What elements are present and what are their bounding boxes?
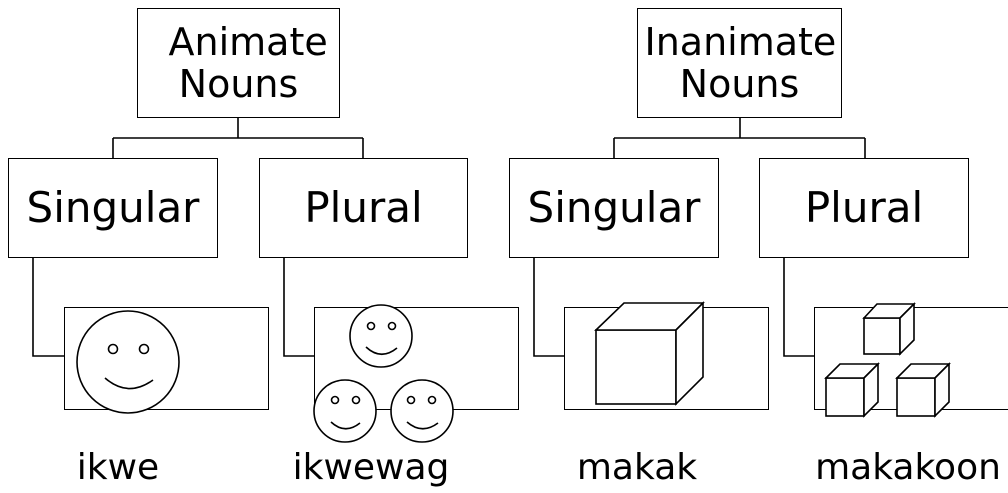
inanimate-nouns-box: Inanimate Nouns [637, 8, 842, 118]
inanimate-singular-label: Singular [527, 183, 701, 232]
animate-singular-box: Singular [8, 158, 218, 258]
animate-nouns-label: Animate Nouns [168, 20, 328, 106]
cube-icon [594, 301, 705, 406]
inanimate-nouns-label: Inanimate Nouns [644, 20, 837, 106]
animate-singular-picture-box [64, 307, 269, 410]
animate-singular-label: Singular [26, 183, 200, 232]
animate-plural-box: Plural [259, 158, 468, 258]
three-cubes-icon [824, 302, 951, 418]
three-smiley-faces-icon [313, 304, 454, 443]
inanimate-singular-box: Singular [509, 158, 719, 258]
animate-plural-label: Plural [304, 183, 423, 232]
inanimate-plural-word: makakoon [815, 447, 1001, 488]
animate-plural-word: ikwewag [292, 447, 450, 488]
inanimate-singular-word: makak [576, 447, 698, 488]
smiley-face-icon [76, 310, 180, 414]
inanimate-plural-label: Plural [804, 183, 924, 232]
inanimate-plural-box: Plural [759, 158, 969, 258]
animate-nouns-box: Animate Nouns [137, 8, 340, 118]
animate-singular-word: ikwe [76, 447, 160, 488]
